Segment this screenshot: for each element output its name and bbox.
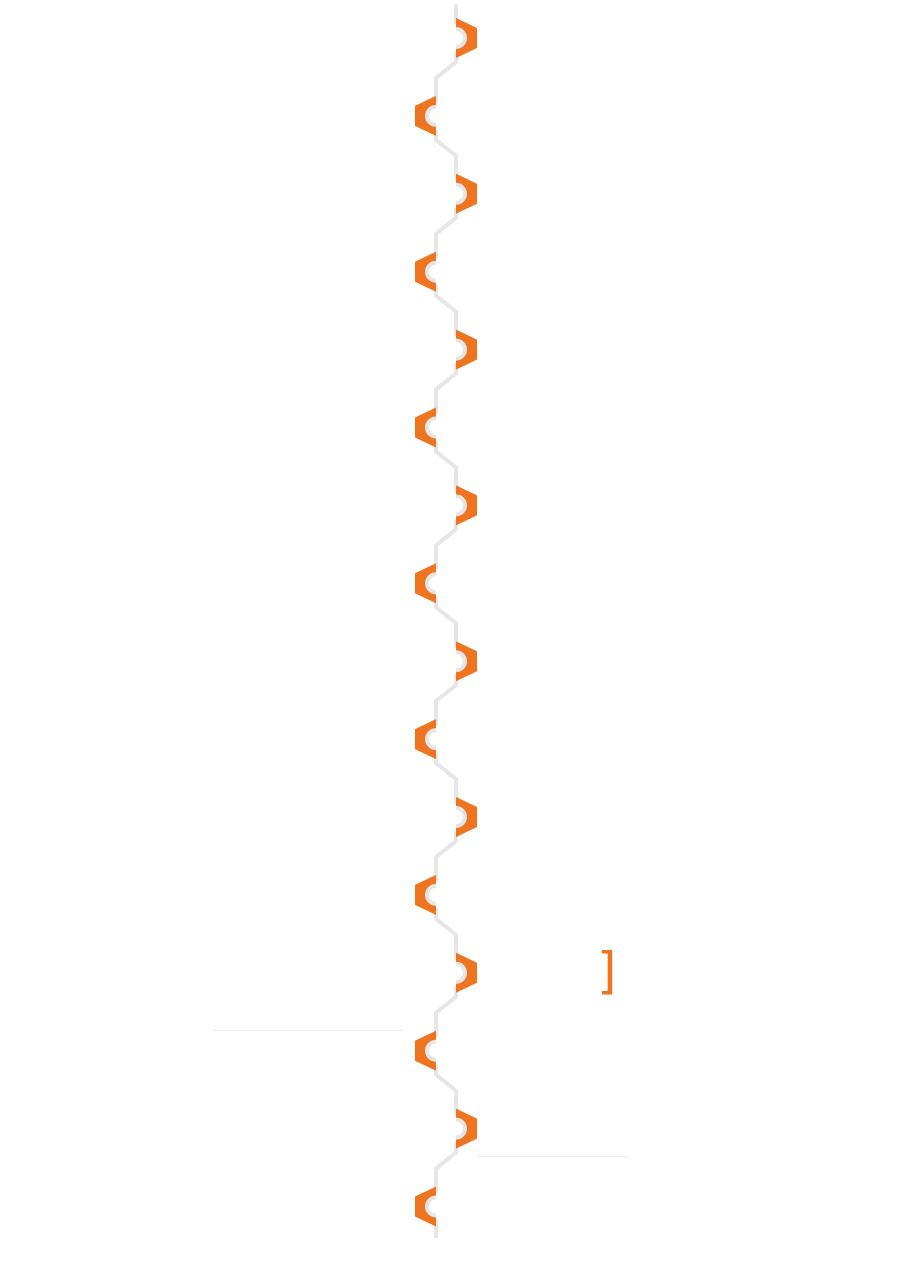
connector-path — [434, 4, 458, 1238]
hexagon-half-icon — [415, 251, 437, 292]
left-divider-line — [213, 1030, 403, 1031]
hexagon-half-icon — [415, 563, 437, 604]
hexagon-half-icon — [455, 485, 477, 526]
hexagon-half-icon — [415, 1186, 437, 1227]
hexagon-half-icon — [415, 719, 437, 760]
hexagon-half-icon — [455, 329, 477, 370]
right-divider-line — [478, 1156, 628, 1157]
hexagon-half-icon — [415, 1030, 437, 1071]
zigzag-connector — [434, 4, 458, 1238]
hexagon-half-icon — [455, 797, 477, 837]
hexagon-half-icon — [455, 1108, 477, 1149]
closing-bracket-mark: ] — [597, 942, 617, 1000]
hexagon-half-icon — [455, 952, 477, 993]
hexagon-half-icon — [415, 874, 437, 915]
hexagon-half-icon — [415, 95, 437, 136]
hexagon-half-icon — [455, 18, 477, 58]
timeline-nodes — [415, 18, 477, 1227]
hexagon-half-icon — [455, 641, 477, 682]
hexagon-half-icon — [415, 407, 437, 448]
hexagon-half-icon — [455, 173, 477, 214]
